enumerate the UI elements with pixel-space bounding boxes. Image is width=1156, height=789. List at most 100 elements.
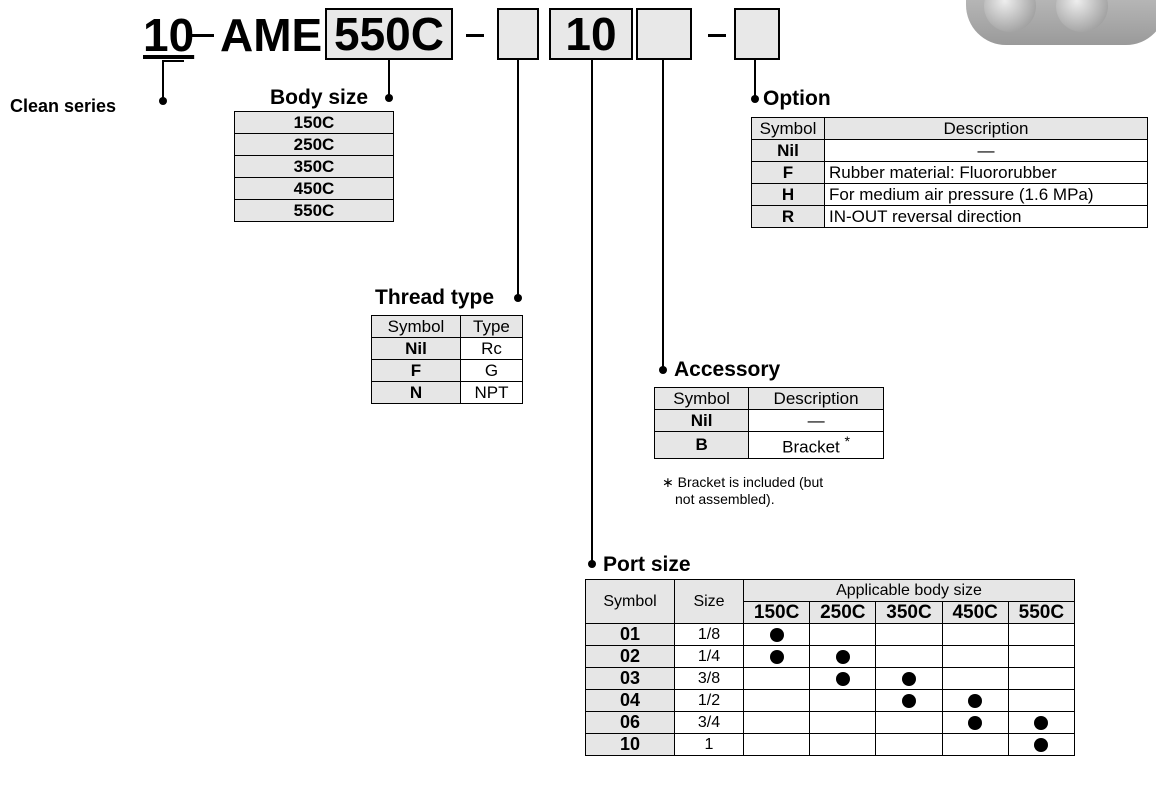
applicability-cell [876, 690, 942, 712]
applicability-cell [942, 668, 1008, 690]
leader-clean-vertical [162, 60, 164, 100]
option-header-symbol: Symbol [752, 118, 825, 140]
body-size-title: Body size [270, 86, 368, 110]
thread-type-value: Rc [460, 338, 522, 360]
leader-body-vertical [388, 60, 390, 98]
option-desc: Rubber material: Fluororubber [825, 162, 1148, 184]
applicability-cell [1008, 690, 1074, 712]
port-size-value: 1/8 [675, 624, 744, 646]
accessory-title: Accessory [674, 358, 780, 382]
port-size-title: Port size [603, 553, 691, 577]
option-header-desc: Description [825, 118, 1148, 140]
port-body-size-header: 150C [744, 602, 810, 624]
thread-symbol: N [372, 382, 461, 404]
applicable-mark-icon [1034, 738, 1048, 752]
applicability-cell [876, 734, 942, 756]
thread-header-symbol: Symbol [372, 316, 461, 338]
leader-clean-top [162, 60, 184, 62]
port-symbol: 10 [586, 734, 675, 756]
accessory-symbol: Nil [655, 410, 749, 432]
applicable-mark-icon [770, 628, 784, 642]
port-size-value: 1/4 [675, 646, 744, 668]
accessory-symbol: B [655, 432, 749, 459]
code-series: AME [220, 12, 322, 58]
accessory-box [636, 8, 692, 60]
thread-symbol: Nil [372, 338, 461, 360]
option-desc: IN-OUT reversal direction [825, 206, 1148, 228]
thread-type-title: Thread type [375, 286, 494, 310]
leader-option-dot [751, 95, 759, 103]
body-size-row: 250C [235, 134, 394, 156]
leader-accessory-vertical [662, 60, 664, 372]
code-size: 550C [327, 11, 451, 57]
applicability-cell [810, 734, 876, 756]
applicability-cell [744, 646, 810, 668]
body-size-row: 450C [235, 178, 394, 200]
thread-type-value: G [460, 360, 522, 382]
applicability-cell [744, 624, 810, 646]
port-body-size-header: 350C [876, 602, 942, 624]
product-knob-left [984, 0, 1036, 32]
thread-header-type: Type [460, 316, 522, 338]
port-size-table: Symbol Size Applicable body size 150C 25… [585, 579, 1075, 756]
applicable-mark-icon [770, 650, 784, 664]
applicability-cell [1008, 624, 1074, 646]
accessory-asterisk: * [845, 434, 851, 450]
applicability-cell [942, 646, 1008, 668]
port-symbol: 02 [586, 646, 675, 668]
thread-type-box [497, 8, 539, 60]
option-symbol: Nil [752, 140, 825, 162]
port-symbol: 04 [586, 690, 675, 712]
body-size-row: 550C [235, 200, 394, 222]
leader-port-vertical [591, 60, 593, 567]
body-size-table: 150C 250C 350C 450C 550C [234, 111, 394, 222]
thread-type-value: NPT [460, 382, 522, 404]
product-photo [966, 0, 1156, 45]
applicable-mark-icon [902, 694, 916, 708]
applicable-mark-icon [968, 694, 982, 708]
accessory-header-desc: Description [749, 388, 884, 410]
option-desc: — [825, 140, 1148, 162]
code-dash-1 [192, 34, 214, 37]
option-title: Option [763, 87, 831, 111]
leader-thread-vertical [517, 60, 519, 300]
port-symbol: 06 [586, 712, 675, 734]
applicability-cell [810, 624, 876, 646]
applicability-cell [744, 712, 810, 734]
applicability-cell [744, 668, 810, 690]
applicability-cell [1008, 668, 1074, 690]
product-knob-right [1056, 0, 1108, 32]
note-line-1: Bracket is included (but [678, 474, 824, 490]
applicability-cell [810, 690, 876, 712]
option-symbol: H [752, 184, 825, 206]
port-size-value: 3/8 [675, 668, 744, 690]
applicability-cell [744, 690, 810, 712]
port-size-value: 3/4 [675, 712, 744, 734]
port-size-value: 1/2 [675, 690, 744, 712]
accessory-header-symbol: Symbol [655, 388, 749, 410]
applicability-cell [1008, 646, 1074, 668]
leader-body-dot [385, 94, 393, 102]
applicability-cell [942, 624, 1008, 646]
leader-thread-dot [514, 294, 522, 302]
option-desc: For medium air pressure (1.6 MPa) [825, 184, 1148, 206]
leader-clean-dot [159, 97, 167, 105]
code-port: 10 [551, 11, 631, 57]
note-line-2: not assembled). [662, 491, 775, 507]
applicability-cell [1008, 734, 1074, 756]
applicable-mark-icon [902, 672, 916, 686]
applicability-cell [876, 624, 942, 646]
body-size-row: 150C [235, 112, 394, 134]
leader-accessory-dot [659, 366, 667, 374]
applicable-mark-icon [968, 716, 982, 730]
code-port-box: 10 [549, 8, 633, 60]
port-header-size: Size [675, 580, 744, 624]
applicable-mark-icon [836, 672, 850, 686]
option-box [734, 8, 780, 60]
code-size-box: 550C [325, 8, 453, 60]
port-size-value: 1 [675, 734, 744, 756]
applicability-cell [942, 734, 1008, 756]
